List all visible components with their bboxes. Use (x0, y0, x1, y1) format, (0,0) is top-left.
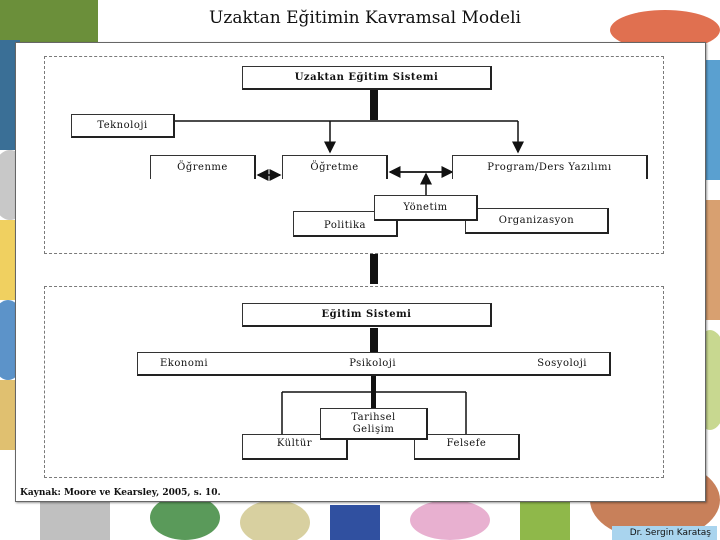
sociology-label: Sosyoloji (537, 357, 587, 369)
historical-development-line2: Gelişim (352, 423, 395, 435)
learning-box: Öğrenme (150, 155, 256, 179)
slide-title: Uzaktan Eğitimin Kavramsal Modeli (209, 8, 521, 28)
philosophy-box: Felsefe (414, 434, 520, 460)
management-label: Yönetim (403, 201, 448, 213)
program-design-box: Program/Ders Yazılımı (452, 155, 648, 179)
upper-frame (44, 56, 664, 254)
technology-box: Teknoloji (71, 114, 175, 138)
program-design-label: Program/Ders Yazılımı (487, 161, 612, 173)
economy-label: Ekonomi (160, 357, 209, 369)
management-box: Yönetim (374, 195, 478, 221)
organization-label: Organizasyon (498, 214, 575, 226)
historical-development-box: Tarihsel Gelişim (320, 408, 428, 440)
upper-system-label: Uzaktan Eğitim Sistemi (294, 71, 439, 83)
lower-system-label: Eğitim Sistemi (321, 308, 412, 320)
lower-system-box: Eğitim Sistemi (242, 303, 492, 327)
philosophy-label: Felsefe (446, 437, 487, 449)
disciplines-box: Ekonomi Psikoloji Sosyoloji (137, 352, 611, 376)
organization-box: Organizasyon (465, 208, 609, 234)
teaching-box: Öğretme (282, 155, 388, 179)
teaching-label: Öğretme (310, 161, 359, 173)
author-badge: Dr. Sergin Karataş (612, 526, 717, 540)
politics-box: Politika (293, 211, 398, 237)
politics-label: Politika (324, 219, 366, 231)
culture-label: Kültür (276, 437, 313, 449)
lower-frame (44, 286, 664, 478)
psychology-label: Psikoloji (349, 357, 397, 369)
historical-development-line1: Tarihsel (351, 411, 396, 423)
upper-system-box: Uzaktan Eğitim Sistemi (242, 66, 492, 90)
technology-label: Teknoloji (97, 119, 148, 131)
learning-label: Öğrenme (177, 161, 228, 173)
source-citation: Kaynak: Moore ve Kearsley, 2005, s. 10. (20, 488, 221, 498)
